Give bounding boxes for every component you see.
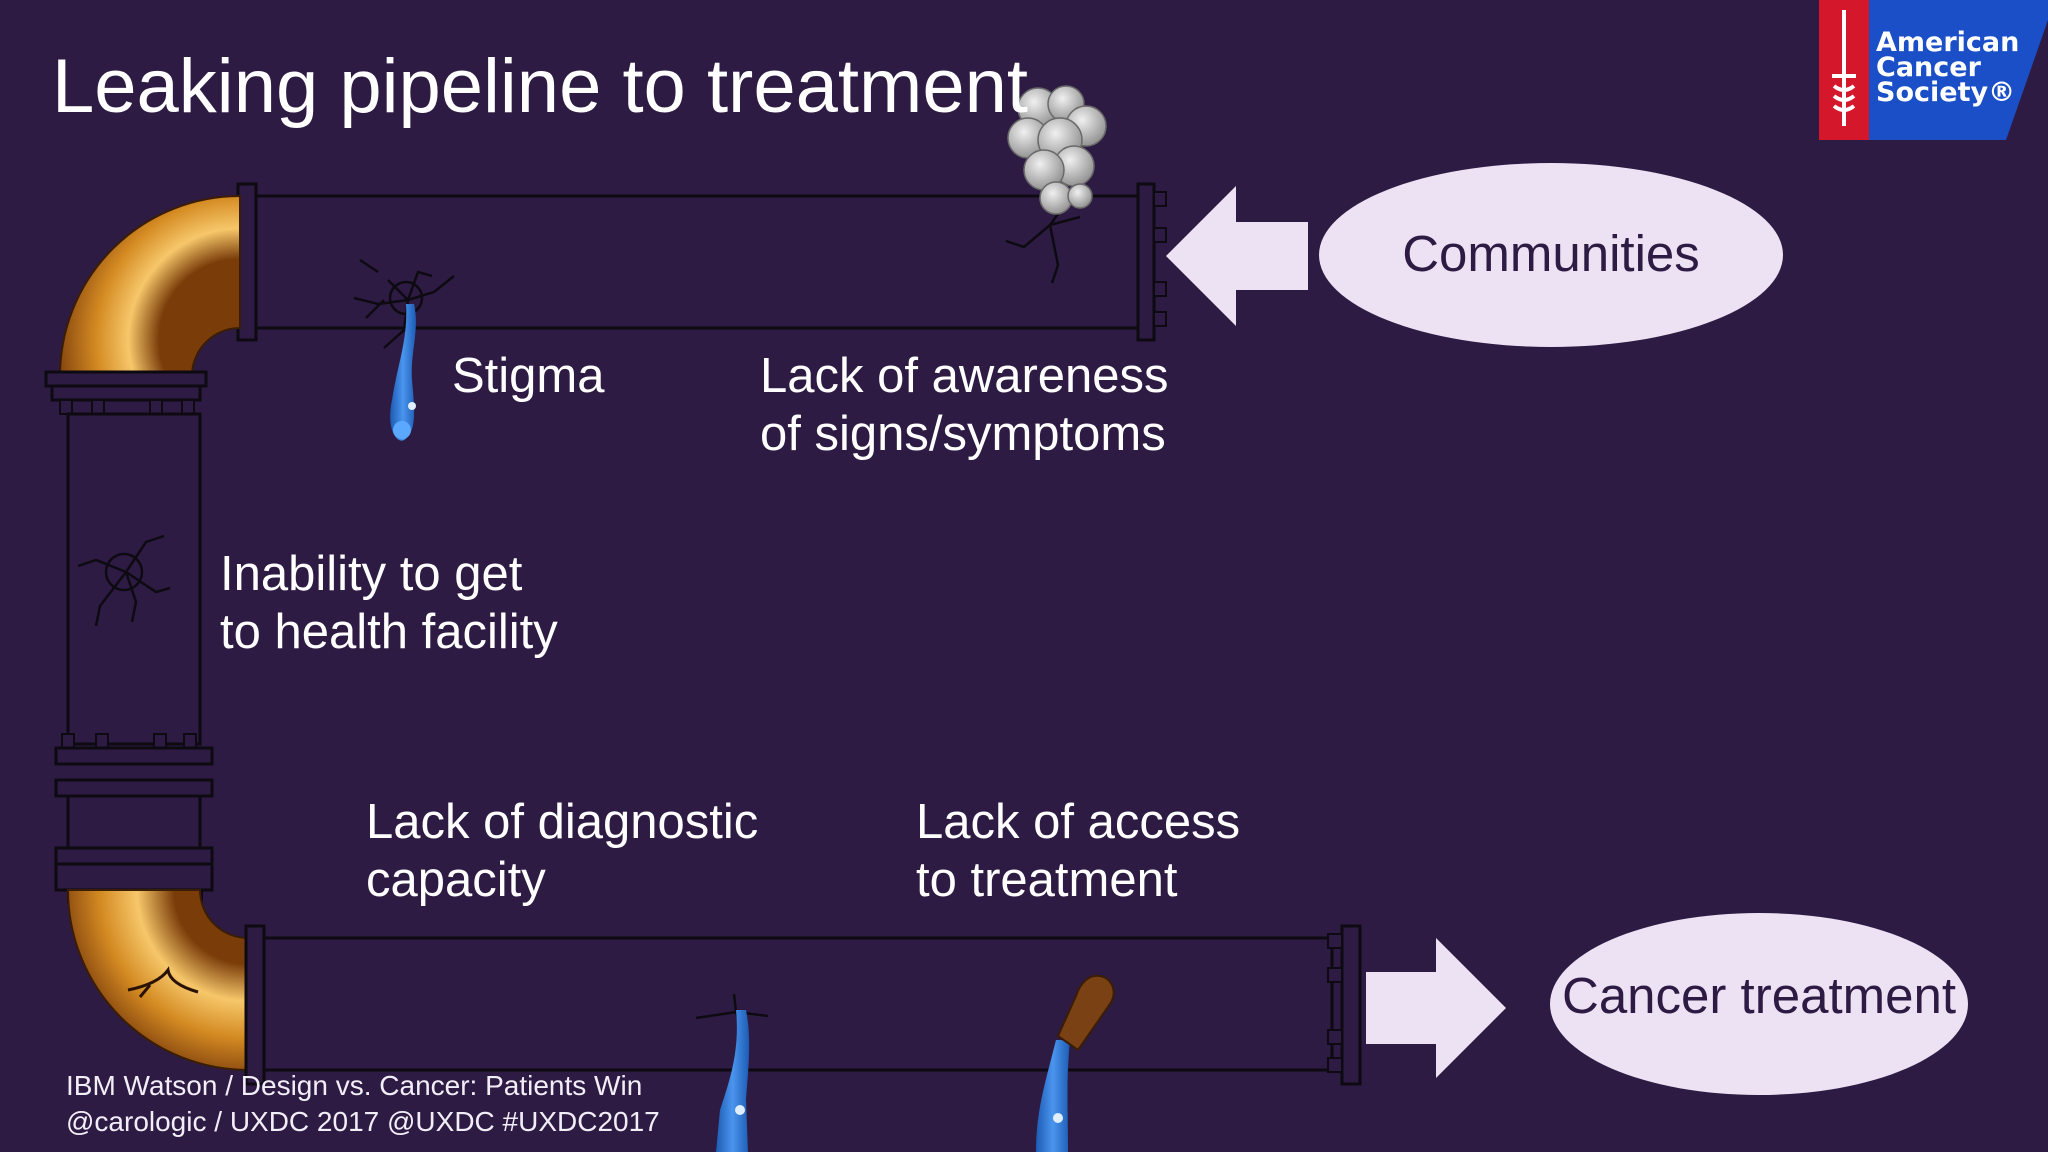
plug-icon bbox=[1056, 974, 1115, 1052]
elbow-top bbox=[44, 194, 241, 415]
water-leak-icon bbox=[716, 1010, 750, 1152]
barrier-awareness-line-1: Lack of awareness bbox=[760, 349, 1169, 403]
elbow-bottom bbox=[66, 889, 249, 1072]
barrier-access: Lack of access to treatment bbox=[916, 794, 1240, 910]
barrier-inability-line-1: Inability to get bbox=[220, 547, 523, 601]
barrier-diagnostic: Lack of diagnostic capacity bbox=[366, 794, 758, 910]
barrier-inability-line-2: to health facility bbox=[220, 604, 558, 659]
barrier-access-line-2: to treatment bbox=[916, 852, 1178, 907]
barrier-diagnostic-line-1: Lack of diagnostic bbox=[366, 795, 759, 849]
sword-icon bbox=[1832, 10, 1856, 126]
footer-line-2: @carologic / UXDC 2017 @UXDC #UXDC2017 bbox=[66, 1105, 660, 1137]
barrier-awareness: Lack of awareness of signs/symptoms bbox=[760, 348, 1169, 464]
communities-ellipse bbox=[1319, 163, 1783, 347]
crack-icon bbox=[1005, 202, 1081, 284]
footer: IBM Watson / Design vs. Cancer: Patients… bbox=[66, 1068, 660, 1140]
barrier-access-line-1: Lack of access bbox=[916, 795, 1241, 849]
crack-icon bbox=[77, 534, 171, 627]
barrier-awareness-line-2: of signs/symptoms bbox=[760, 406, 1166, 461]
cancer-treatment-label: Cancer treatment bbox=[1561, 967, 1956, 1024]
pipe-bottom bbox=[244, 924, 1362, 1086]
barrier-inability: Inability to get to health facility bbox=[220, 546, 558, 662]
pipe-top bbox=[236, 182, 1167, 342]
arrow-left-icon bbox=[1166, 186, 1308, 326]
barrier-stigma: Stigma bbox=[452, 349, 605, 403]
crack-icon bbox=[695, 993, 769, 1031]
barrier-diagnostic-line-2: capacity bbox=[366, 852, 546, 907]
logo-line-1: American bbox=[1876, 27, 2020, 58]
arrow-right-icon bbox=[1366, 938, 1506, 1078]
acs-logo-text: American Cancer Society® bbox=[1876, 27, 2020, 109]
water-leak-icon bbox=[1036, 1040, 1070, 1152]
communities-label: Communities bbox=[1402, 225, 1700, 282]
cancer-treatment-ellipse bbox=[1550, 913, 1968, 1095]
acs-logo bbox=[1819, 0, 2048, 140]
crack-icon bbox=[353, 258, 455, 349]
smoke-icon bbox=[1007, 85, 1107, 215]
water-leak-icon bbox=[390, 304, 416, 441]
pipe-vertical bbox=[54, 412, 214, 903]
logo-line-3: Society® bbox=[1876, 77, 2016, 109]
page-title: Leaking pipeline to treatment bbox=[52, 44, 1028, 129]
logo-line-2: Cancer bbox=[1876, 52, 1981, 84]
footer-line-1: IBM Watson / Design vs. Cancer: Patients… bbox=[66, 1070, 643, 1101]
